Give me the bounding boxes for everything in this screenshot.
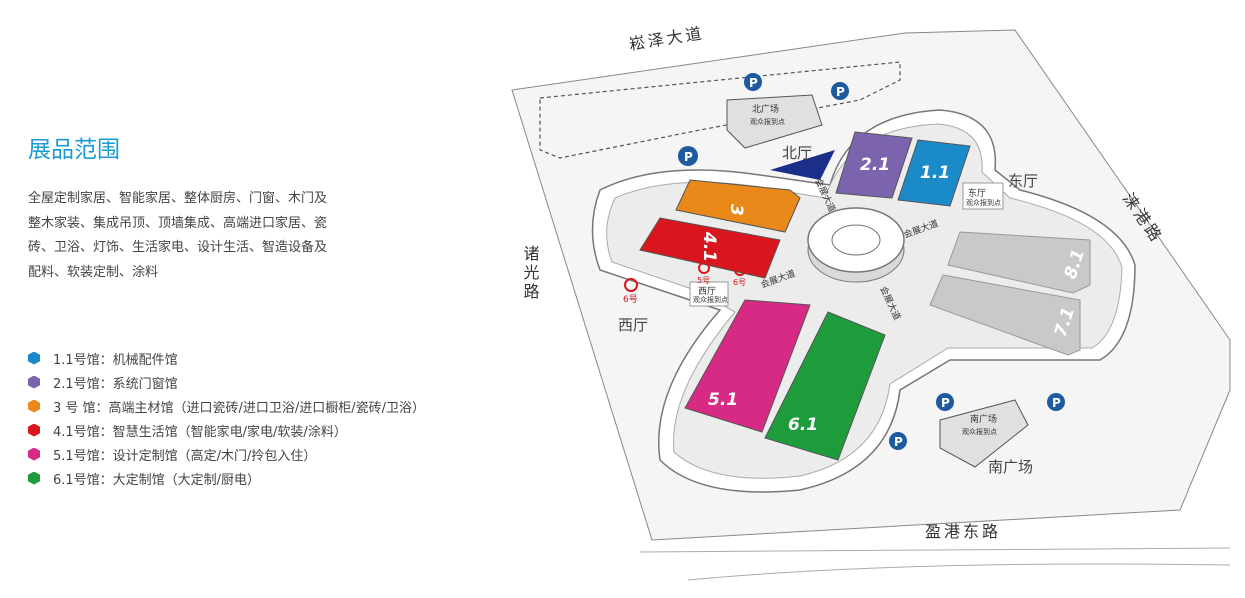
east-lobby-sub: 观众报到点 — [966, 198, 1001, 207]
venue-map: 崧泽大道 诸光路 涞港路 盈港东路 北厅 东厅 西厅 南广场 北广场 观众报到点… — [511, 23, 1231, 581]
east-lobby-box — [962, 182, 1004, 210]
metro-line-6-icon: 6号 — [733, 264, 746, 287]
section-title: 展品范围 — [28, 137, 120, 163]
hexagon-marker-icon — [28, 351, 40, 365]
hexagon-marker-icon — [28, 447, 40, 461]
svg-text:P: P — [941, 396, 950, 410]
hexagon-marker-icon — [28, 423, 40, 437]
hall-4-1-number: 4.1 — [699, 231, 719, 262]
metro-line-6-icon: 6号 — [623, 278, 638, 305]
legend-label: 5.1号馆：设计定制馆（高定/木门/拎包入住） — [53, 448, 317, 464]
svg-text:P: P — [749, 76, 758, 90]
hall-6-1 — [764, 311, 886, 461]
hexagon-marker-icon — [28, 471, 40, 485]
north-square-name: 北广场 — [752, 103, 779, 115]
label-east-hall: 东厅 — [1008, 172, 1038, 190]
hall-6-1-number: 6.1 — [788, 415, 818, 435]
svg-text:6号: 6号 — [623, 294, 638, 305]
legend-label: 3 号 馆：高端主材馆（进口瓷砖/进口卫浴/进口橱柜/瓷砖/卫浴） — [53, 400, 426, 416]
svg-text:P: P — [1052, 396, 1061, 410]
west-lobby-sub: 观众报到点 — [693, 295, 728, 304]
north-square-sub: 观众报到点 — [750, 117, 785, 126]
svg-text:5号: 5号 — [697, 276, 710, 285]
hall-1-1 — [897, 139, 971, 207]
legend-item-5-1: 5.1号馆：设计定制馆（高定/木门/拎包入住） — [28, 442, 425, 466]
south-square-sub: 观众报到点 — [962, 427, 997, 436]
label-north-hall: 北厅 — [782, 144, 812, 162]
parking-icon: P — [678, 146, 698, 166]
legend-label: 4.1号馆：智慧生活馆（智能家电/家电/软装/涂料） — [53, 424, 347, 440]
road-west: 诸光路 — [521, 245, 540, 302]
hall-legend: 1.1号馆：机械配件馆 2.1号馆：系统门窗馆 3 号 馆：高端主材馆（进口瓷砖… — [28, 346, 425, 490]
hall-4-1 — [639, 217, 781, 279]
parking-icon: P — [936, 393, 954, 411]
legend-item-1-1: 1.1号馆：机械配件馆 — [28, 346, 425, 370]
central-ring-hole — [831, 224, 881, 256]
svg-text:6号: 6号 — [733, 278, 746, 287]
svg-text:P: P — [684, 150, 693, 164]
parking-icon: P — [744, 73, 762, 91]
legend-item-2-1: 2.1号馆：系统门窗馆 — [28, 370, 425, 394]
label-west-hall: 西厅 — [618, 316, 648, 334]
hall-5-1 — [684, 299, 811, 433]
south-square-name: 南广场 — [970, 413, 997, 425]
svg-text:P: P — [836, 85, 845, 99]
hexagon-marker-icon — [28, 399, 40, 413]
svg-text:P: P — [894, 435, 903, 449]
legend-label: 2.1号馆：系统门窗馆 — [53, 376, 178, 392]
legend-item-3: 3 号 馆：高端主材馆（进口瓷砖/进口卫浴/进口橱柜/瓷砖/卫浴） — [28, 394, 425, 418]
legend-item-4-1: 4.1号馆：智慧生活馆（智能家电/家电/软装/涂料） — [28, 418, 425, 442]
section-description: 全屋定制家居、智能家居、整体厨房、门窗、木门及整木家装、集成吊顶、顶墙集成、高端… — [28, 191, 328, 280]
west-lobby-box — [689, 281, 729, 307]
road-north: 崧泽大道 — [628, 23, 706, 54]
road-south: 盈港东路 — [925, 522, 1001, 541]
east-lobby-name: 东厅 — [968, 187, 986, 199]
legend-label: 6.1号馆：大定制馆（大定制/厨电） — [53, 472, 261, 488]
south-square-box — [939, 399, 1029, 468]
hall-2-1-number: 2.1 — [860, 155, 890, 175]
label-south-square: 南广场 — [988, 458, 1033, 476]
parking-icon: P — [1047, 393, 1065, 411]
metro-line-5-icon: 5号 — [697, 262, 710, 285]
hall-2-1 — [835, 131, 913, 199]
road-line-south — [639, 547, 1231, 553]
hall-8-1 — [947, 231, 1091, 294]
north-hall-wedge — [770, 150, 835, 180]
west-lobby-name: 西厅 — [698, 286, 716, 297]
hall-7-1 — [929, 274, 1081, 356]
parking-icon: P — [831, 82, 849, 100]
hall-3 — [675, 179, 801, 233]
legend-item-6-1: 6.1号馆：大定制馆（大定制/厨电） — [28, 466, 425, 490]
hall-5-1-number: 5.1 — [708, 390, 738, 410]
hall-3-number: 3 — [726, 204, 746, 216]
north-square-box — [726, 94, 823, 149]
hall-1-1-number: 1.1 — [920, 163, 950, 183]
road-line-south-curve — [687, 563, 1231, 581]
parking-icon: P — [889, 432, 907, 450]
hexagon-marker-icon — [28, 375, 40, 389]
legend-label: 1.1号馆：机械配件馆 — [53, 352, 178, 368]
